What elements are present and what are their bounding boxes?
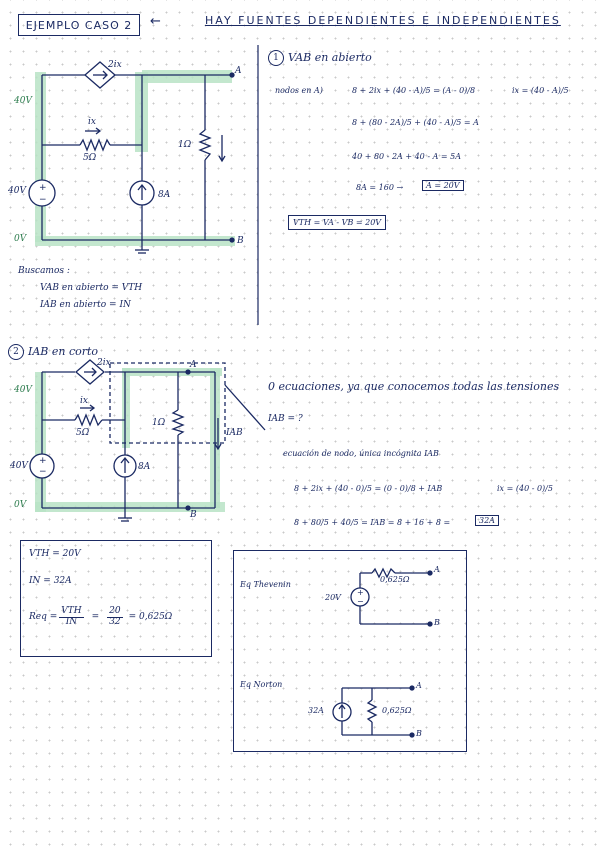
current-source-label-2: 8A (138, 462, 151, 472)
part2-note-2: IAB = ? (268, 414, 303, 424)
part1-result: A = 20V (422, 180, 464, 191)
node-0v-label: 0V (14, 234, 27, 244)
node-0v-label-2: 0V (14, 500, 27, 510)
circuit-2-diagram (29, 359, 266, 522)
part1-eq-1: 8 + 2ix + (40 - A)/5 = (A - 0)/8 (352, 86, 476, 95)
norton-label: Eq Norton (240, 680, 283, 689)
plus-icon: + (39, 456, 47, 466)
thevenin-resistance: 0,625Ω (380, 575, 410, 584)
thevenin-label: Eq Thevenin (240, 580, 291, 589)
vth-result: VTH = VA - VB = 20V (288, 215, 387, 230)
page-title: EJEMPLO CASO 2 (18, 14, 140, 36)
r1-label: 1Ω (178, 140, 192, 150)
req-num-2: 20 (107, 606, 123, 618)
req-fraction-1: VTH IN (59, 606, 84, 628)
header-note: HAY FUENTES DEPENDIENTES E INDEPENDIENTE… (205, 14, 561, 27)
plus-icon: + (39, 183, 47, 193)
equivalent-circuits (332, 567, 433, 738)
part2-heading: 2 IAB en corto (8, 344, 98, 360)
search-line-2: IAB en abierto = IN (40, 300, 131, 310)
part1-ix-def: ix = (40 - A)/5 (512, 86, 569, 95)
norton-resistance: 0,625Ω (382, 706, 412, 715)
dep-source-label: 2ix (108, 60, 122, 70)
req-equals: = (91, 612, 100, 623)
norton-b: B (416, 729, 422, 738)
current-source-label: 8A (158, 190, 171, 200)
minus-icon: − (39, 467, 47, 477)
part2-note-3: ecuación de nodo, única incógnita IAB (283, 449, 439, 458)
ix-label: ix (88, 117, 96, 127)
summary-req: Req = VTH IN = 20 32 = 0,625Ω (29, 606, 173, 628)
norton-current: 32A (308, 706, 324, 715)
part2-ix-def: ix = (40 - 0)/5 (497, 484, 553, 493)
part2-result: 32A (475, 515, 499, 526)
part1-eq-2: 8 + (80 - 2A)/5 + (40 - A)/5 = A (352, 118, 479, 127)
nodes-label: nodos en A) (275, 86, 323, 95)
summary-vth: VTH = 20V (29, 549, 81, 559)
equivalents-box (233, 550, 467, 752)
node-40v-label: 40V (14, 96, 32, 106)
norton-a: A (416, 681, 422, 690)
summary-box: VTH = 20V IN = 32A Req = VTH IN = 20 32 … (20, 540, 212, 657)
req-label: Req = (29, 612, 58, 623)
req-num: VTH (59, 606, 84, 618)
req-result: = 0,625Ω (128, 612, 173, 623)
search-line-1: VAB en abierto = VTH (40, 283, 143, 293)
part1-eq-3: 40 + 80 - 2A + 40 - A = 5A (352, 152, 461, 161)
r1-label-2: 1Ω (152, 418, 166, 428)
req-den: IN (65, 616, 78, 627)
part2-eq-1: 8 + 2ix + (40 - 0)/5 = (0 - 0)/8 + IAB (294, 484, 443, 493)
node-b-label-2: B (190, 510, 197, 520)
plus-icon: + (357, 588, 364, 597)
node-40v-label-2: 40V (14, 385, 32, 395)
part2-heading-text: IAB en corto (28, 345, 99, 358)
step-number: 1 (268, 50, 284, 66)
minus-icon: − (39, 195, 47, 205)
arrow-left-icon: ← (150, 14, 161, 29)
r5-label: 5Ω (83, 153, 97, 163)
part1-heading: 1 VAB en abierto (268, 50, 372, 66)
part2-eq-2: 8 + 80/5 + 40/5 = IAB = 8 + 16 + 8 = (294, 518, 451, 527)
req-den-2: 32 (109, 616, 121, 627)
voltage-source-label-2: 40V (10, 461, 28, 471)
ix-label-2: ix (80, 396, 88, 406)
node-a-label: A (235, 66, 242, 76)
thevenin-a: A (434, 565, 440, 574)
req-fraction-2: 20 32 (107, 606, 123, 628)
minus-icon: − (357, 597, 364, 606)
circuit-1-diagram (28, 61, 235, 254)
r5-label-2: 5Ω (76, 428, 90, 438)
part1-eq-4: 8A = 160 → (356, 183, 404, 192)
summary-in: IN = 32A (29, 576, 72, 586)
thevenin-b: B (434, 618, 440, 627)
part2-note-1: 0 ecuaciones, ya que conocemos todas las… (268, 380, 560, 393)
dep-source-label-2: 2ix (97, 358, 111, 368)
thevenin-voltage: 20V (325, 593, 341, 602)
iab-label: IAB (226, 428, 243, 438)
voltage-source-label: 40V (8, 186, 26, 196)
search-heading: Buscamos : (18, 266, 70, 276)
part1-heading-text: VAB en abierto (288, 51, 372, 64)
node-a-label-2: A (190, 360, 197, 370)
step-number: 2 (8, 344, 24, 360)
node-b-label: B (237, 236, 244, 246)
